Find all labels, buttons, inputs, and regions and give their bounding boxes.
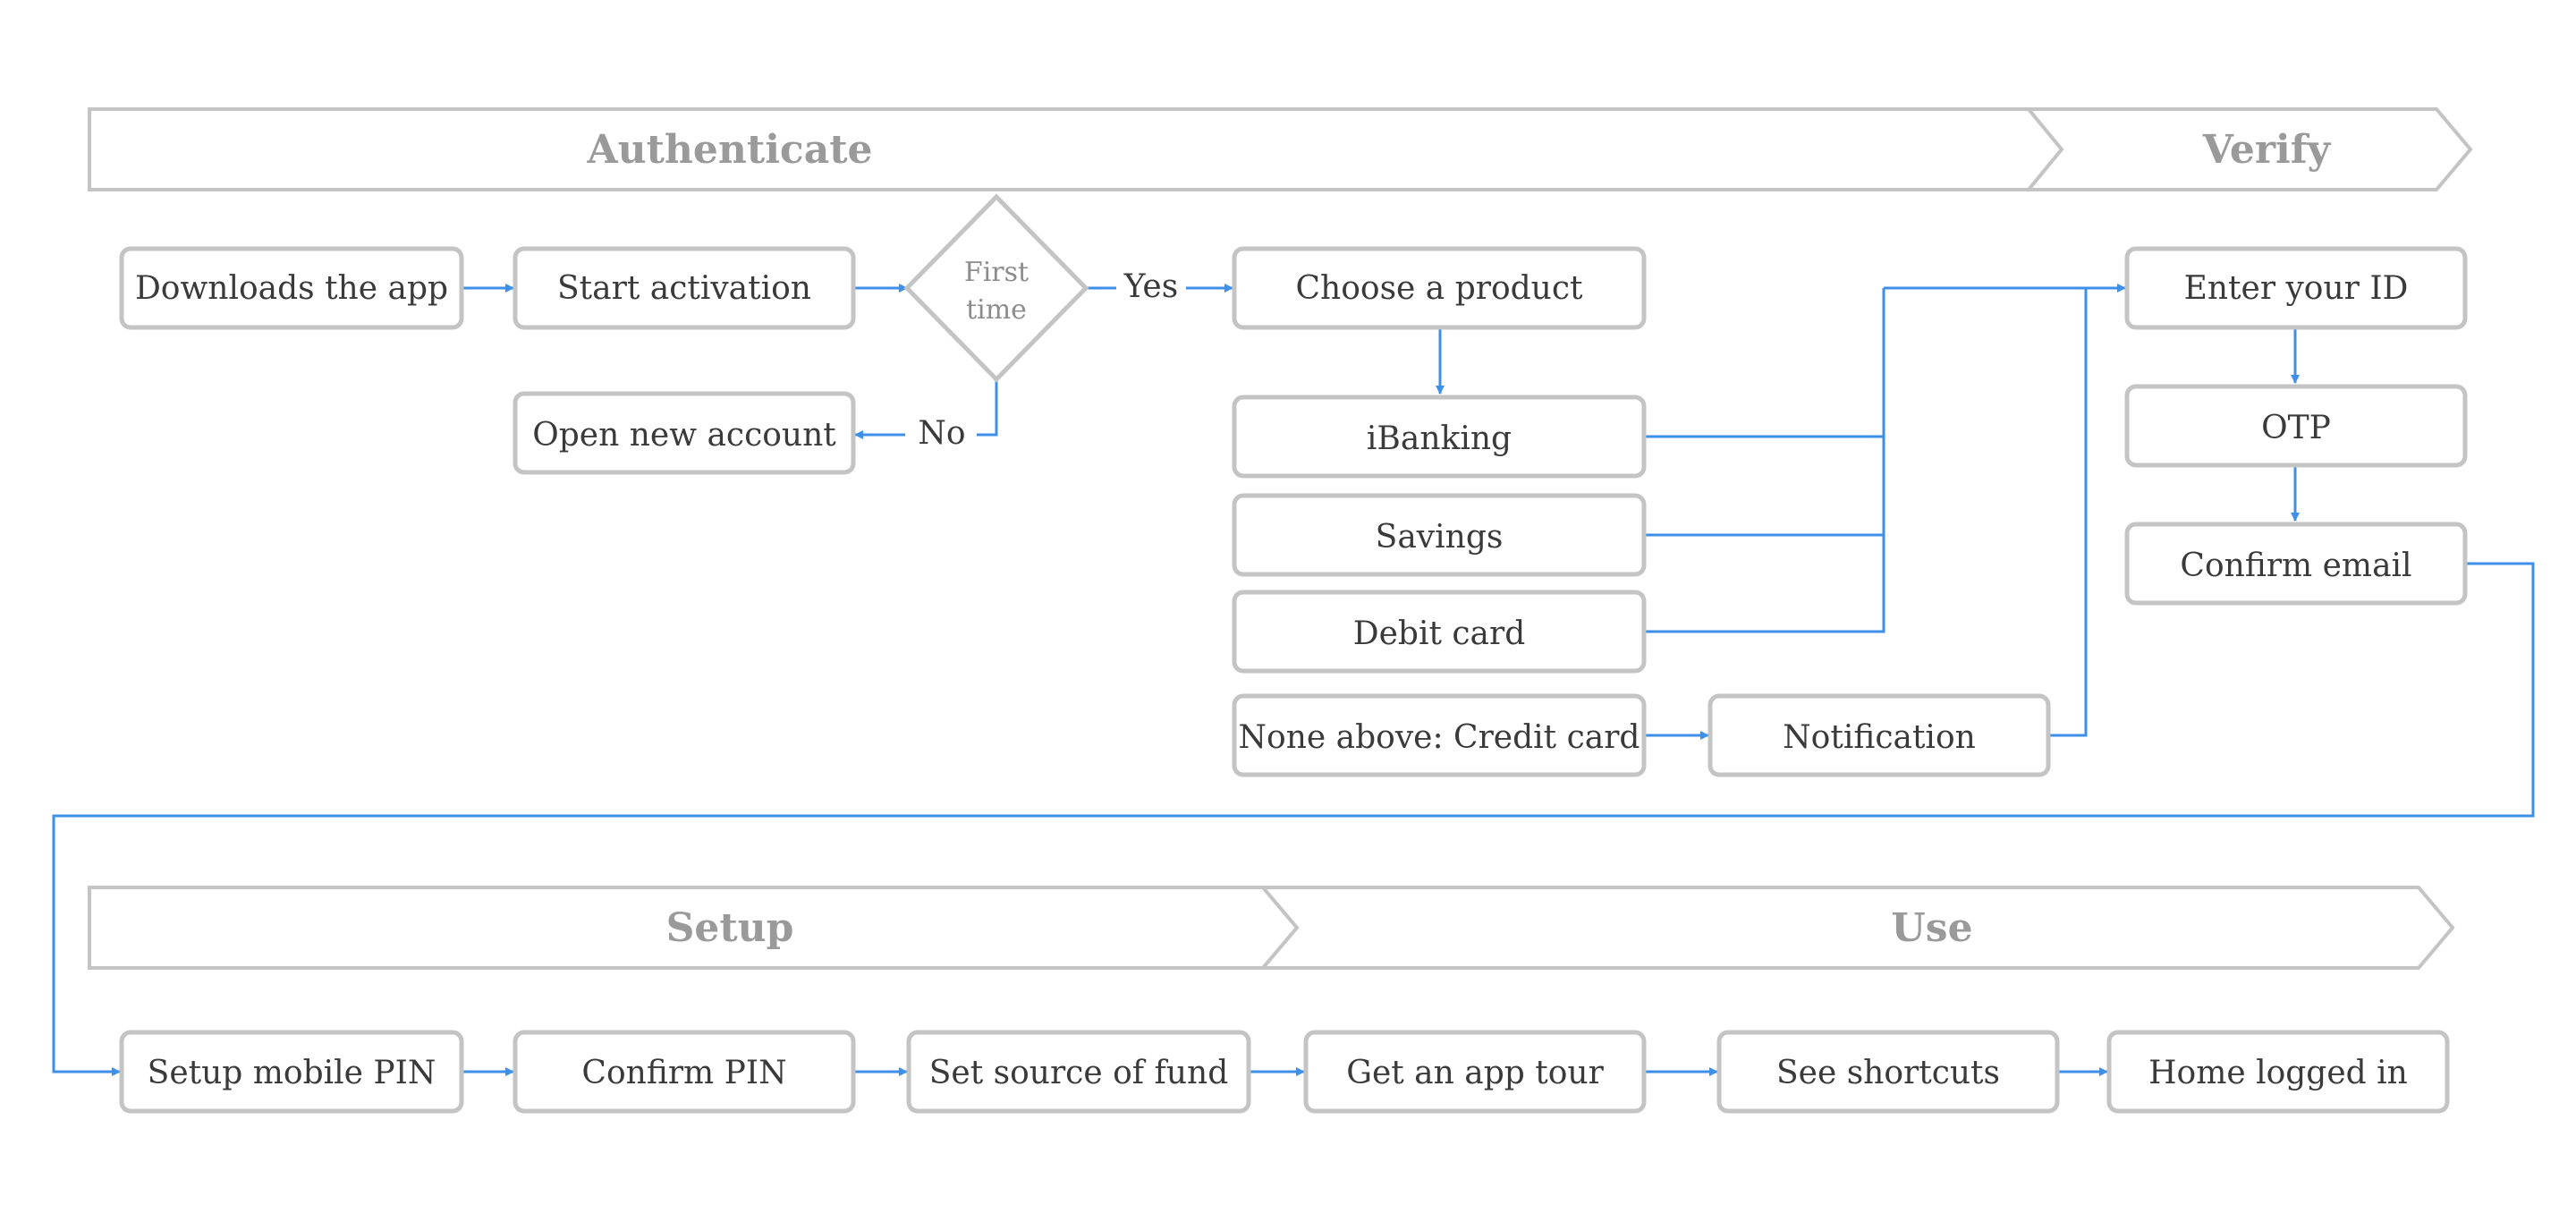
connectors: [52, 284, 2535, 1076]
phase-banner-verify: Verify: [2024, 107, 2473, 191]
node-none-above-credit-card: None above: Credit card: [1232, 693, 1647, 777]
node-label: Confirm PIN: [581, 1055, 786, 1091]
yes-label-bg: [1118, 268, 1184, 308]
phase-label-authenticate: Authenticate: [586, 127, 872, 173]
phase-banner-authenticate: Authenticate: [88, 107, 2064, 191]
node-label: Debit card: [1353, 615, 1526, 652]
node-label: Start activation: [557, 270, 811, 307]
phase-label-setup: Setup: [666, 905, 794, 951]
edge-label-yes: Yes: [1123, 268, 1178, 305]
node-label: OTP: [2261, 410, 2331, 446]
node-label: iBanking: [1367, 420, 1512, 457]
node-label: Open new account: [532, 417, 836, 454]
phase-banner-setup: Setup: [88, 886, 1300, 970]
edge-debit-bus: [1644, 288, 1885, 633]
no-label-bg: [907, 415, 975, 454]
node-label: Home logged in: [2148, 1055, 2408, 1091]
node-notification: Notification: [1707, 693, 2051, 777]
node-label: None above: Credit card: [1239, 719, 1640, 756]
node-get-app-tour: Get an app tour: [1303, 1030, 1647, 1114]
node-label: Get an app tour: [1346, 1055, 1604, 1091]
node-see-shortcuts: See shortcuts: [1716, 1030, 2060, 1114]
node-debit-card: Debit card: [1232, 590, 1647, 674]
node-label: Savings: [1376, 519, 1504, 556]
edge-confirm-email-to-setup-pin: [52, 562, 2535, 1076]
edge-notification-to-enter-id: [2048, 288, 2088, 737]
node-open-new-account: Open new account: [513, 391, 856, 475]
phase-label-use: Use: [1891, 905, 1972, 951]
phase-label-verify: Verify: [2202, 127, 2332, 173]
node-otp: OTP: [2124, 384, 2468, 468]
node-label: Confirm email: [2180, 547, 2411, 584]
node-label: Set source of fund: [929, 1055, 1229, 1091]
node-setup-mobile-pin: Setup mobile PIN: [119, 1030, 464, 1114]
edge-decision-no-a: [977, 379, 998, 437]
node-home-logged-in: Home logged in: [2106, 1030, 2450, 1114]
node-start-activation: Start activation: [513, 246, 856, 330]
node-ibanking: iBanking: [1232, 395, 1647, 479]
phase-banner-use: Use: [1258, 886, 2455, 970]
decision-first-time: First time: [903, 193, 1089, 383]
node-label: Downloads the app: [135, 270, 448, 307]
node-label: Enter your ID: [2184, 270, 2409, 307]
node-label: Choose a product: [1296, 270, 1584, 307]
node-downloads-app: Downloads the app: [119, 246, 464, 330]
node-savings: Savings: [1232, 493, 1647, 577]
node-confirm-email: Confirm email: [2124, 522, 2468, 606]
node-enter-your-id: Enter your ID: [2124, 246, 2468, 330]
node-confirm-pin: Confirm PIN: [513, 1030, 856, 1114]
decision-label-line2: time: [966, 294, 1027, 326]
node-label: Setup mobile PIN: [148, 1055, 436, 1091]
node-label: Notification: [1783, 719, 1976, 756]
node-label: See shortcuts: [1776, 1055, 2000, 1091]
decision-label-line1: First: [964, 257, 1029, 288]
node-choose-product: Choose a product: [1232, 246, 1647, 330]
node-set-source-of-fund: Set source of fund: [906, 1030, 1251, 1114]
edge-label-no: No: [918, 415, 965, 452]
